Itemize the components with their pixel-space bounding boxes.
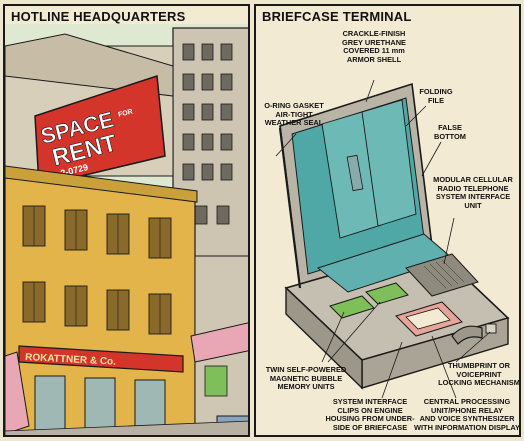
- callout-armor-shell: CRACKLE-FINISH GREY URETHANE COVERED 11 …: [342, 29, 406, 64]
- briefcase-terminal-panel: BRIEFCASE TERMINAL CRACKLE-FINISH GREY U…: [254, 4, 521, 437]
- thumbprint-lock: [485, 323, 497, 334]
- callout-bubble-memory: TWIN SELF-POWERED MAGNETIC BUBBLE MEMORY…: [265, 365, 347, 392]
- callout-o-ring-gasket: O-RING GASKET AIR-TIGHT WEATHER SEAL: [264, 101, 324, 128]
- radio-telephone-unit: [405, 253, 479, 297]
- folding-file: [321, 99, 417, 239]
- storefront-sign: ROKATTNER & Co.: [25, 352, 117, 368]
- panel-title-hotline: HOTLINE HEADQUARTERS: [11, 9, 186, 24]
- briefcase-illustration: [256, 24, 519, 435]
- callout-folding-file: FOLDING FILE: [419, 87, 453, 105]
- callout-false-bottom: FALSE BOTTOM: [434, 123, 466, 141]
- building-illustration: SPACE FOR RENT 2-0729 ROKATTNER & Co.: [5, 24, 248, 435]
- bubble-memory-unit-1: [329, 295, 375, 319]
- panel-title-briefcase: BRIEFCASE TERMINAL: [262, 9, 412, 24]
- bubble-memory-unit-2: [365, 282, 409, 305]
- billboard-small-text: FOR: [117, 108, 133, 118]
- callout-radio-telephone: MODULAR CELLULAR RADIO TELEPHONE SYSTEM …: [433, 175, 513, 210]
- callout-cpu-phone-relay: CENTRAL PROCESSING UNIT/PHONE RELAY AND …: [414, 397, 520, 432]
- callout-system-interface-clips: SYSTEM INTERFACE CLIPS ON ENGINE HOUSING…: [325, 397, 415, 432]
- hotline-headquarters-panel: SPACE FOR RENT 2-0729 ROKATTNER & Co.: [3, 4, 250, 437]
- callout-locking-mechanism: THUMBPRINT OR VOICEPRINT LOCKING MECHANI…: [438, 361, 520, 388]
- briefcase-handle: [451, 325, 483, 345]
